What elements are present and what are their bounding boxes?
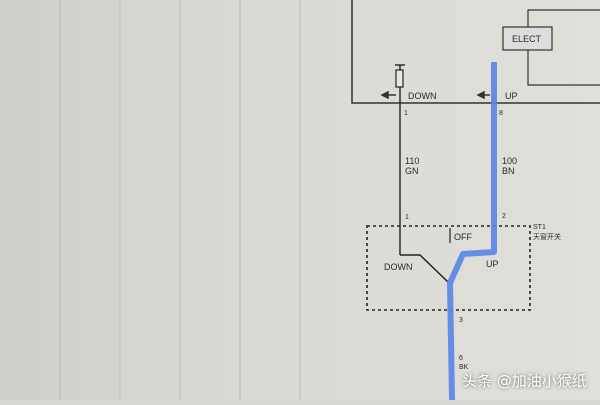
- output-up-pin: 8: [499, 110, 503, 117]
- switch-pin-2: 2: [502, 213, 506, 220]
- switch-up-label: UP: [486, 259, 499, 269]
- elect-box: [502, 26, 553, 51]
- wire-bk-color: BK: [459, 364, 469, 371]
- switch-down-label: DOWN: [384, 262, 413, 272]
- output-down-label: DOWN: [408, 91, 437, 101]
- switch-name: 天窗开关: [533, 232, 561, 241]
- background-grid: [59, 0, 301, 400]
- output-down-pin: 1: [404, 110, 408, 117]
- wire-gn-circuit: 110: [405, 156, 419, 166]
- switch-id: ST1: [533, 224, 546, 231]
- elect-label: ELECT: [512, 34, 542, 44]
- output-up-label: UP: [505, 91, 518, 101]
- switch-contact: [400, 254, 449, 283]
- module-box-outline: [351, 0, 600, 104]
- wire-bk-circuit: 6: [459, 355, 463, 362]
- switch-off-label: OFF: [454, 232, 472, 242]
- switch-pin-3: 3: [459, 317, 463, 324]
- switch-pin-1: 1: [405, 214, 409, 221]
- wire-gn-color: GN: [405, 166, 419, 176]
- highlighted-current-path: [447, 62, 497, 401]
- wire-bn-circuit: 100: [502, 156, 517, 166]
- connector-symbol: [395, 69, 404, 88]
- arrow-left-icon: [476, 90, 490, 100]
- switch-dashed-box: [366, 225, 531, 311]
- watermark: 头条 @加油小猴纸: [462, 372, 587, 390]
- wire-bn-color: BN: [502, 166, 515, 176]
- arrow-left-icon: [380, 90, 396, 100]
